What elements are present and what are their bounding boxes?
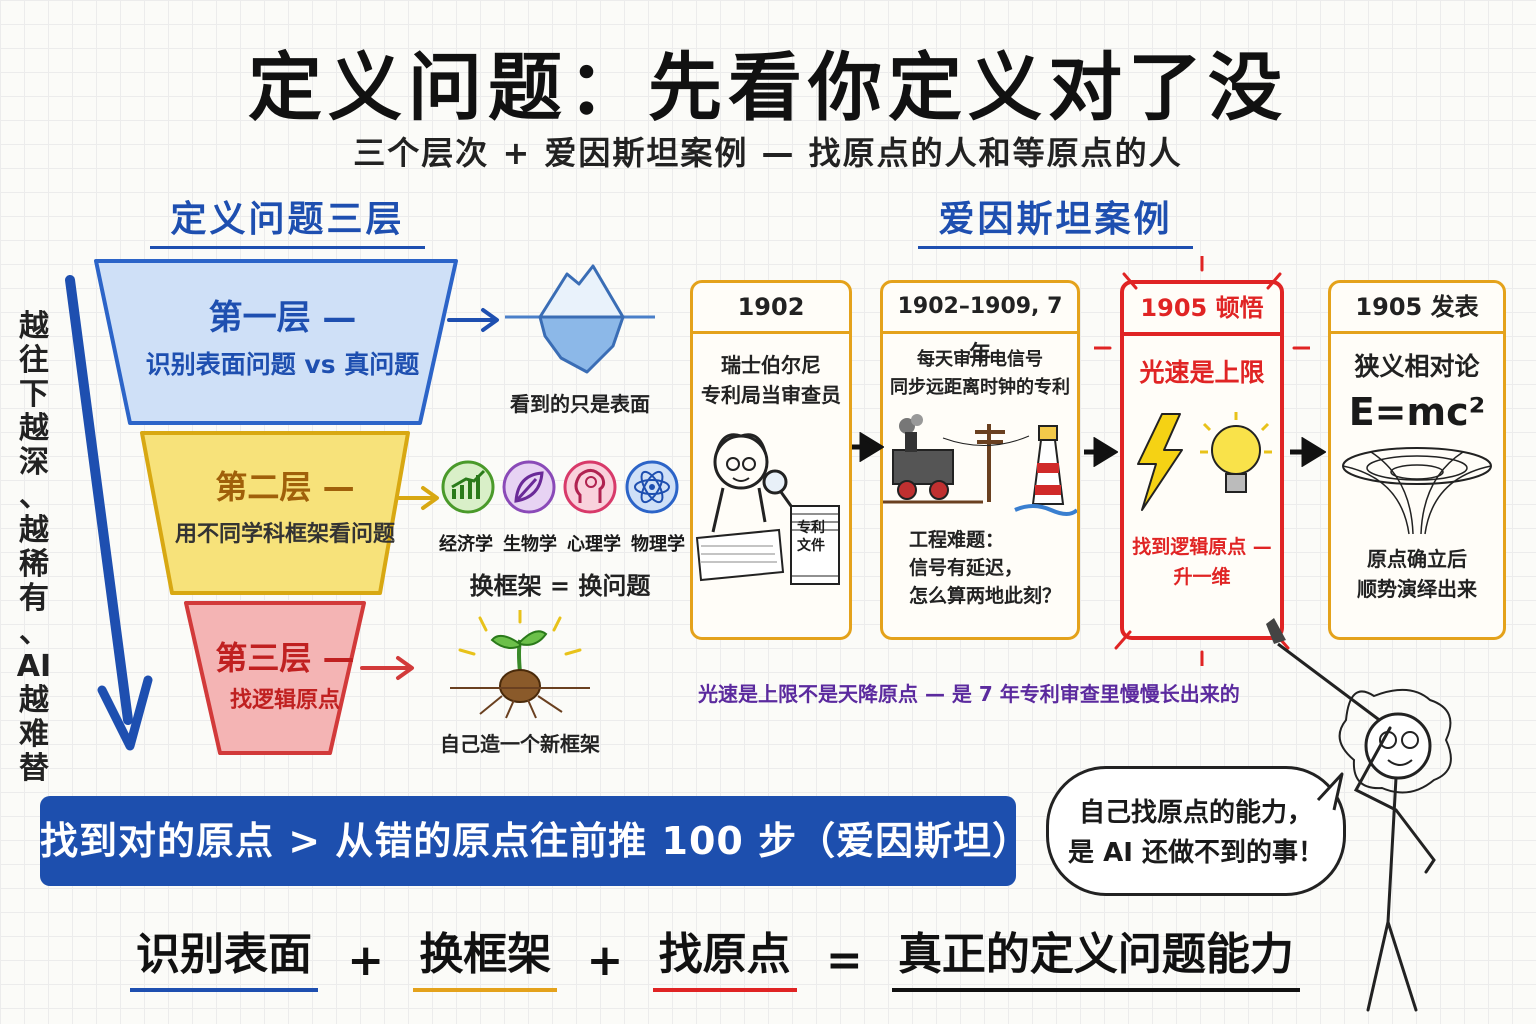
examiner-figure-icon	[695, 433, 840, 585]
spacetime-grid-icon	[1342, 447, 1492, 535]
equals-sign: =	[825, 935, 863, 986]
card-problem-text: 工程难题： 信号有延迟， 怎么算两地此刻？	[909, 529, 1062, 607]
plus-sign: +	[347, 935, 385, 986]
arrow-right-icon	[360, 656, 414, 680]
layer-funnel	[94, 259, 458, 755]
card-header: 1905 发表	[1331, 283, 1503, 334]
layer2-title: 第二层 —	[215, 468, 355, 506]
card-header: 1905 顿悟	[1124, 284, 1280, 336]
layer1-desc: 识别表面问题 vs 真问题	[145, 350, 420, 379]
layer2-desc: 用不同学科框架看问题	[174, 522, 395, 547]
card-text: 每天审用电信号 同步远距离时钟的专利	[890, 349, 1070, 398]
arrow-right-icon	[447, 308, 499, 332]
iceberg-icon	[505, 264, 655, 374]
timeline-card-1905-insight: 1905 顿悟 光速是上限 找到逻辑原点 — 升一维	[1120, 280, 1284, 640]
arrow-right-icon	[1290, 437, 1326, 467]
layer3-title: 第三层 —	[215, 639, 355, 677]
card-conclusion-text: 原点确立后 顺势演绎出来	[1357, 547, 1477, 601]
biology-icon	[502, 460, 556, 514]
equation-term-origin: 找原点	[652, 918, 797, 992]
summary-equation: 识别表面 + 换框架 + 找原点 = 真正的定义问题能力	[130, 918, 1300, 992]
layer2-shape	[140, 431, 410, 595]
discipline-label: 生物学	[503, 534, 557, 555]
card-insight-text: 找到逻辑原点 — 升一维	[1132, 536, 1272, 588]
formula-text: E=mc²	[1348, 390, 1486, 434]
layer3-desc: 找逻辑原点	[229, 688, 340, 713]
key-message-banner: 找到对的原点 > 从错的原点往前推 100 步（爱因斯坦）	[40, 796, 1030, 886]
card-header: 1902	[693, 283, 849, 334]
lightning-bulb-icon	[1137, 412, 1272, 511]
psychology-icon	[563, 460, 617, 514]
arrow-right-icon	[1084, 437, 1118, 467]
einstein-figure-icon	[1266, 618, 1452, 1012]
layer1-title: 第一层 —	[208, 298, 357, 338]
layer1-shape	[94, 259, 458, 425]
bubble-tail-icon	[1316, 772, 1344, 811]
plus-sign: +	[586, 935, 624, 986]
card-header: 1902–1909, 7 年	[883, 283, 1077, 367]
equation-term-framework: 换框架	[413, 918, 558, 992]
layer3-caption: 自己造一个新框架	[440, 732, 600, 756]
discipline-label: 心理学	[567, 534, 621, 555]
layer1-caption: 看到的只是表面	[510, 392, 650, 416]
card-text: 瑞士伯尔尼 专利局当审查员	[701, 353, 841, 407]
discipline-icons	[441, 460, 679, 514]
card-text: 狭义相对论	[1354, 352, 1480, 381]
equation-result: 真正的定义问题能力	[891, 918, 1300, 992]
arrow-right-icon	[852, 432, 884, 462]
sprout-icon	[450, 610, 590, 719]
page-title: 定义问题：先看你定义对了没	[248, 45, 1288, 131]
page-subtitle: 三个层次 + 爱因斯坦案例 — 找原点的人和等原点的人	[353, 134, 1183, 172]
layer2-caption: 换框架 = 换问题	[469, 572, 651, 600]
card-text: 光速是上限	[1139, 358, 1265, 387]
left-section-heading: 定义问题三层	[150, 190, 425, 249]
depth-arrow-icon	[65, 275, 153, 751]
economics-icon	[441, 460, 495, 514]
physics-icon	[625, 460, 679, 514]
timeline-card-1902-1909: 1902–1909, 7 年 每天审用电信号 同步远距离时钟的专利 工程难题： …	[880, 280, 1080, 640]
timeline-card-1902: 1902 瑞士伯尔尼 专利局当审查员 专利 文件	[690, 280, 852, 640]
arrow-right-icon	[397, 486, 439, 510]
discipline-label: 经济学	[439, 534, 493, 555]
patent-document-label: 专利 文件	[797, 520, 825, 554]
insight-origin-note: 光速是上限不是天降原点 — 是 7 年专利审查里慢慢长出来的	[698, 682, 1240, 706]
glow-rays-icon	[1094, 256, 1310, 666]
train-tower-lighthouse-icon	[883, 414, 1077, 516]
discipline-label: 物理学	[631, 534, 685, 555]
equation-term-surface: 识别表面	[130, 918, 318, 992]
speech-bubble: 自己找原点的能力， 是 AI 还做不到的事！	[1046, 766, 1346, 896]
timeline-card-1905-publish: 1905 发表 狭义相对论 E=mc² 原点确立后 顺势演绎出来	[1328, 280, 1506, 640]
layer3-shape	[184, 601, 366, 755]
right-section-heading: 爱因斯坦案例	[918, 190, 1193, 249]
discipline-labels: 经济学 生物学 心理学 物理学	[434, 530, 690, 556]
